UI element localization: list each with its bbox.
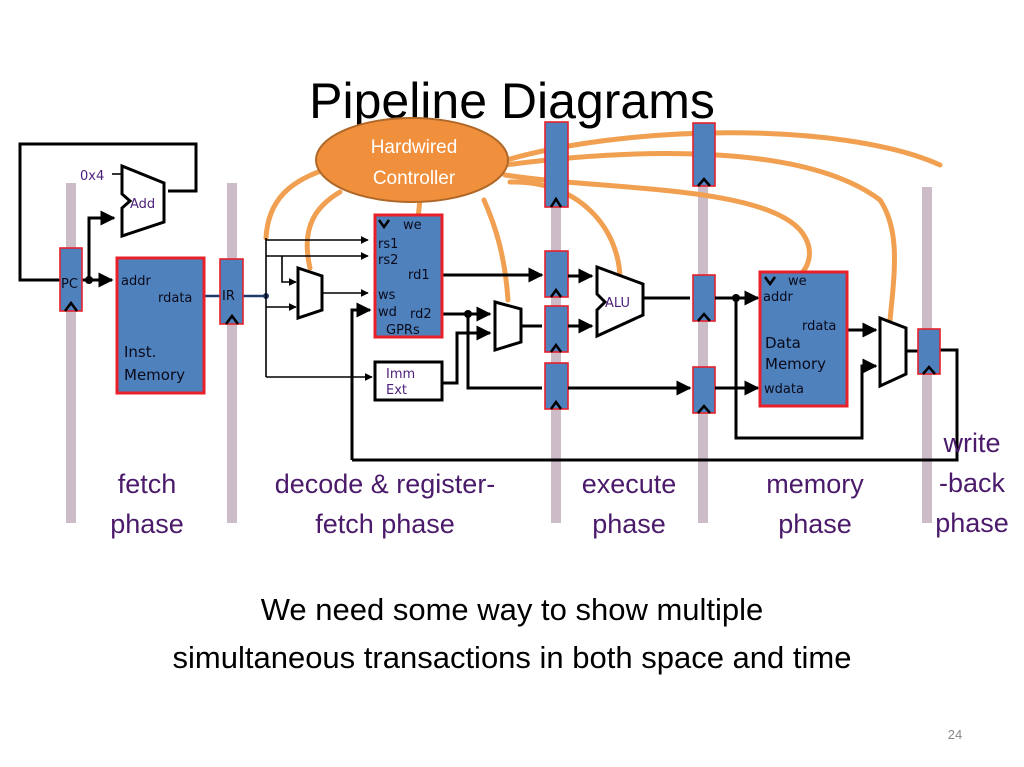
phase-writeback-line2: -back — [939, 468, 1006, 498]
writeback-mux — [878, 315, 908, 389]
ir-label: IR — [222, 289, 235, 304]
data-mem-addr-label: addr — [763, 290, 793, 305]
memory-pipeline-registers — [692, 122, 716, 414]
const-0x4-label: 0x4 — [80, 169, 104, 184]
memory-datapath-wires — [715, 290, 918, 440]
write-select-mux — [296, 265, 324, 321]
pipeline-bar-execute — [551, 200, 561, 523]
phase-decode-line1: decode & register- — [275, 469, 496, 499]
controller-label-line1: Hardwired — [371, 137, 458, 158]
decode-datapath-wires — [263, 236, 959, 462]
imm-ext-line2: Ext — [386, 383, 407, 398]
gprs-rs2-label: rs2 — [378, 253, 398, 268]
fetch-datapath-wires — [18, 142, 266, 298]
instruction-memory — [115, 256, 206, 395]
inst-mem-name-line1: Inst. — [124, 343, 156, 361]
clock-icon — [64, 300, 78, 312]
hardwired-controller — [315, 117, 509, 203]
data-mem-we-label: we — [788, 274, 807, 289]
data-mem-name-line2: Memory — [765, 355, 826, 373]
ir-register — [219, 258, 244, 325]
imm-ext-line1: Imm — [386, 367, 415, 382]
phase-fetch-line2: phase — [110, 509, 184, 539]
we-indicator-icon — [763, 276, 777, 287]
phase-execute-line1: execute — [582, 469, 677, 499]
phase-fetch-line1: fetch — [118, 469, 177, 499]
phase-writeback-line3: phase — [935, 508, 1009, 538]
gprs-rd1-label: rd1 — [408, 268, 430, 283]
pc-register — [59, 247, 83, 312]
imm-ext-block — [373, 360, 444, 402]
execute-pipeline-registers — [544, 121, 569, 410]
gprs-wd-label: wd — [378, 305, 397, 320]
inst-mem-name-line2: Memory — [124, 366, 185, 384]
phase-memory-line1: memory — [766, 469, 864, 499]
execute-datapath-wires — [568, 268, 692, 396]
data-memory — [758, 270, 849, 408]
data-mem-rdata-label: rdata — [802, 319, 836, 334]
alu — [595, 264, 645, 339]
pipeline-bar-memory — [698, 185, 708, 523]
we-indicator-icon — [377, 219, 391, 230]
phase-decode-line2: fetch phase — [315, 509, 455, 539]
slide-title: Pipeline Diagrams — [309, 73, 715, 129]
controller-label-line2: Controller — [373, 168, 456, 189]
alu-label: ALU — [605, 296, 630, 311]
phase-execute-line2: phase — [592, 509, 666, 539]
inst-mem-addr-label: addr — [121, 274, 151, 289]
phase-writeback-line1: write — [942, 428, 1000, 458]
writeback-register — [917, 328, 941, 375]
pipeline-bar-fetch — [66, 183, 76, 523]
gprs-name-label: GPRs — [386, 323, 420, 338]
gprs-rd2-label: rd2 — [410, 307, 432, 322]
gpr-register-file — [373, 213, 444, 339]
pc-label: PC — [61, 277, 78, 292]
inst-mem-rdata-label: rdata — [158, 291, 192, 306]
caption-line2: simultaneous transactions in both space … — [173, 640, 852, 675]
pipeline-bar-decode — [227, 183, 237, 523]
data-mem-name-line1: Data — [765, 334, 801, 352]
caption-line1: We need some way to show multiple — [261, 592, 764, 627]
page-number: 24 — [948, 727, 962, 742]
pc-adder — [120, 163, 166, 239]
phase-memory-line2: phase — [778, 509, 852, 539]
gprs-we-label: we — [403, 218, 422, 233]
data-mem-wdata-label: wdata — [764, 382, 804, 397]
clock-icon — [922, 365, 936, 375]
operand-mux — [493, 300, 523, 353]
clock-icon — [225, 313, 239, 325]
adder-label: Add — [130, 197, 155, 212]
gprs-ws-label: ws — [378, 288, 396, 303]
gprs-rs1-label: rs1 — [378, 237, 398, 252]
